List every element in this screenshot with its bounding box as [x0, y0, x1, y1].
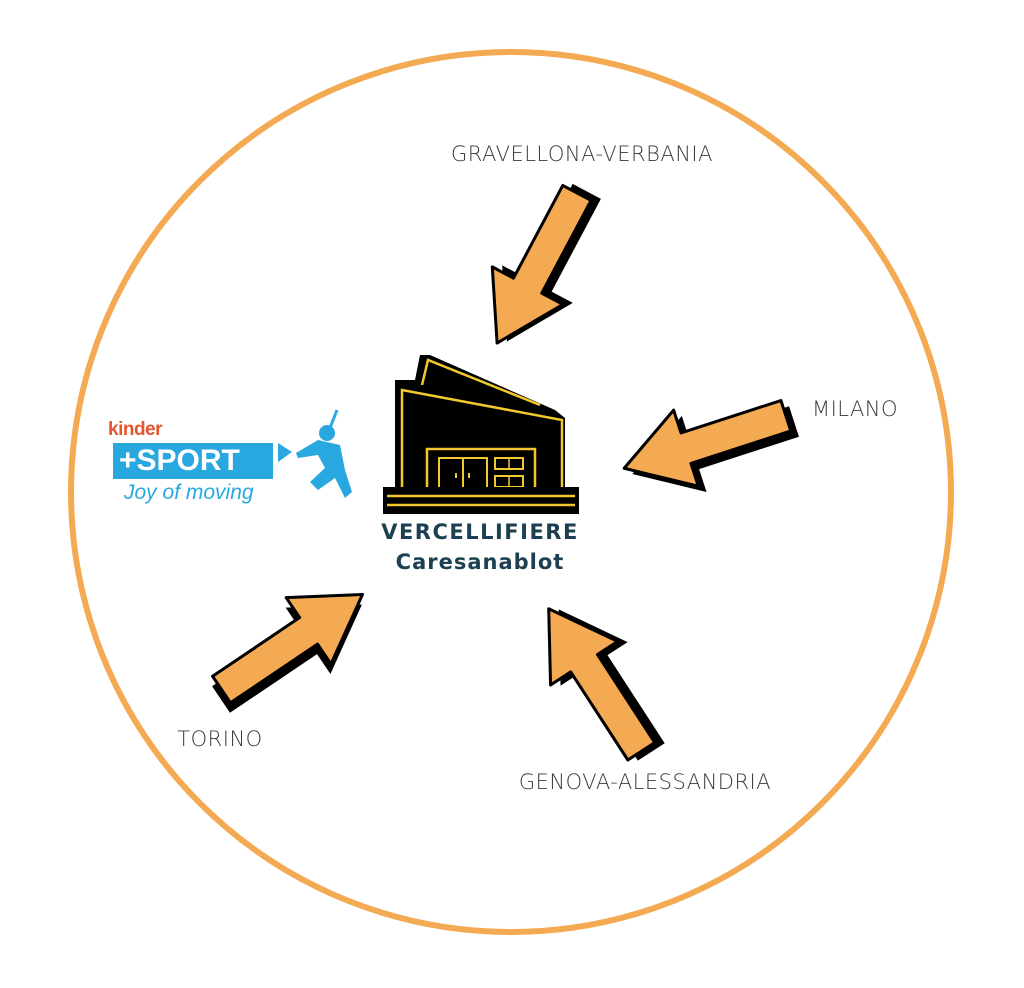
jumping-figure-icon — [278, 409, 352, 498]
origin-label-gravellona: GRAVELLONA-VERBANIA — [451, 142, 713, 166]
venue-location: Caresanablot — [395, 550, 565, 574]
origin-label-torino: TORINO — [177, 727, 263, 751]
region-ring — [68, 49, 954, 935]
venue-name: VERCELLIFIERE — [381, 520, 579, 544]
logo-tagline: Joy of moving — [124, 481, 254, 504]
building-icon — [383, 355, 579, 514]
arrow-gravellona-icon — [460, 172, 623, 364]
origin-label-genova: GENOVA-ALESSANDRIA — [518, 770, 772, 794]
sport-badge: +SPORT — [113, 443, 273, 479]
arrow-torino-icon — [197, 559, 387, 733]
kinder-logo: kinder — [108, 419, 163, 440]
origin-label-milano: MILANO — [811, 397, 899, 421]
kinder-brand: kinder — [108, 419, 163, 440]
arrow-milano-icon — [610, 376, 807, 513]
arrow-genova-icon — [513, 585, 685, 775]
